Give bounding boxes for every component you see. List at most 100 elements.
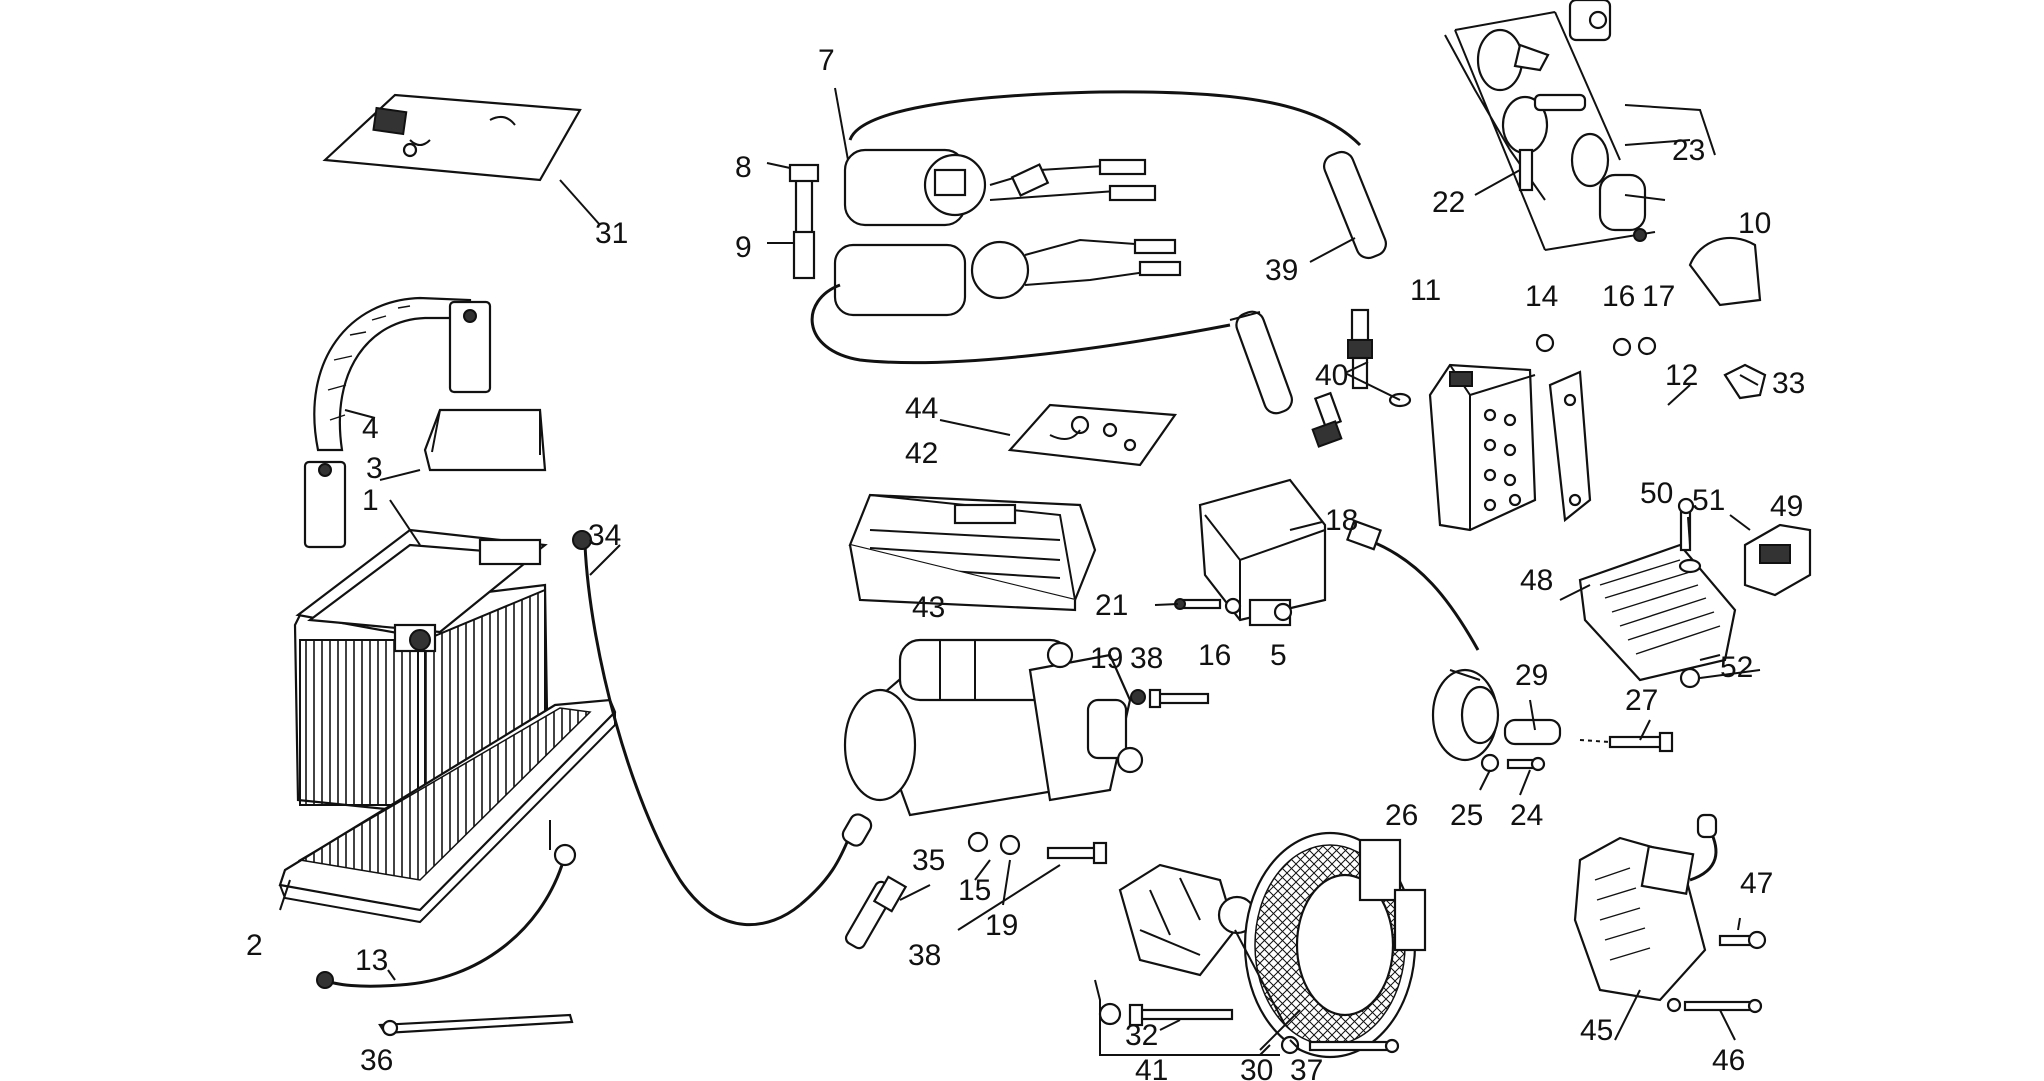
part-14-nut [1535, 333, 1555, 353]
leader-lines [279, 87, 1761, 1056]
part-15-nut [967, 831, 989, 853]
part-46-bolt [1666, 997, 1763, 1014]
callout-7: 7 [818, 44, 835, 77]
callout-33: 33 [1772, 367, 1805, 400]
callout-23: 23 [1672, 134, 1705, 167]
part-alternator-rotor [1118, 863, 1257, 977]
part-12-bracket [1548, 370, 1592, 523]
callout-51: 51 [1692, 484, 1725, 517]
callout-34: 34 [588, 519, 621, 552]
part-7-ignition-coil-lower [810, 238, 1294, 415]
part-48-voltage-regulator [1578, 543, 1737, 682]
part-29-sleeve [1503, 718, 1562, 746]
callout-16a: 16 [1198, 639, 1231, 672]
callout-42: 42 [905, 437, 938, 470]
callout-38b: 38 [908, 939, 941, 972]
callout-41: 41 [1135, 1054, 1168, 1081]
callout-39: 39 [1265, 254, 1298, 287]
part-24-screw [1506, 756, 1546, 772]
callout-52: 52 [1720, 651, 1753, 684]
callout-19b: 19 [985, 909, 1018, 942]
part-36-cable-tie [378, 1013, 574, 1037]
callout-26: 26 [1385, 799, 1418, 832]
callout-44: 44 [905, 392, 938, 425]
part-31-sticker-sheet [322, 93, 582, 182]
part-16-washer-left [1224, 597, 1242, 615]
part-19-washer-upper [1130, 689, 1146, 705]
part-26-sensor [1346, 519, 1500, 762]
callout-32: 32 [1125, 1019, 1158, 1052]
part-39-spark-plug-cap-upper [1323, 150, 1387, 260]
callout-50: 50 [1640, 477, 1673, 510]
part-44-label-sheet [1007, 403, 1178, 467]
callout-10: 10 [1738, 207, 1771, 240]
callout-24: 24 [1510, 799, 1543, 832]
callout-45: 45 [1580, 1014, 1613, 1047]
callout-49: 49 [1770, 490, 1803, 523]
callout-5: 5 [1270, 639, 1287, 672]
part-45-alternator-cover [1573, 813, 1718, 1002]
callout-22: 22 [1432, 186, 1465, 219]
callout-31: 31 [595, 217, 628, 250]
part-34-battery-cable [572, 530, 873, 927]
callout-18: 18 [1325, 504, 1358, 537]
part-alternator-washer-41 [1098, 1002, 1122, 1026]
part-49-connector [1743, 523, 1812, 597]
part-35-terminal [844, 875, 908, 950]
part-9-spacer [792, 230, 816, 280]
part-16-nut-right [1612, 337, 1632, 357]
callout-40: 40 [1315, 359, 1348, 392]
callout-21: 21 [1095, 589, 1128, 622]
part-starter-motor [843, 638, 1144, 817]
part-23-bracket-lines [1624, 104, 1716, 201]
callout-35: 35 [912, 844, 945, 877]
part-3-battery-cap [423, 408, 547, 472]
callout-46: 46 [1712, 1044, 1745, 1077]
part-38-bolt-lower [1046, 841, 1108, 865]
callout-19a: 19 [1090, 642, 1123, 675]
callout-47: 47 [1740, 867, 1773, 900]
callout-48: 48 [1520, 564, 1553, 597]
callout-27: 27 [1625, 684, 1658, 717]
part-21-screw [1174, 598, 1222, 610]
part-47-screw [1718, 930, 1767, 950]
callout-36: 36 [360, 1044, 393, 1077]
callout-2: 2 [246, 929, 263, 962]
part-51-washer [1678, 558, 1702, 574]
callout-4: 4 [362, 412, 379, 445]
part-50-screw [1677, 497, 1695, 552]
callout-16b: 16 [1602, 280, 1635, 313]
callout-30: 30 [1240, 1054, 1273, 1081]
callout-38a: 38 [1130, 642, 1163, 675]
part-alternator-long-bolt [1308, 1038, 1400, 1054]
part-30-alternator-stator [1243, 831, 1427, 1059]
callout-1: 1 [362, 484, 379, 517]
part-40-spark-plug [1311, 308, 1412, 448]
callout-29: 29 [1515, 659, 1548, 692]
part-1-battery [293, 528, 550, 814]
callout-37: 37 [1290, 1054, 1323, 1081]
callout-8: 8 [735, 151, 752, 184]
part-7-ignition-coil-upper [843, 90, 1362, 227]
part-18-relay-cover [1198, 478, 1327, 627]
callout-3: 3 [366, 452, 383, 485]
part-38-bolt-upper [1148, 688, 1210, 709]
part-22-ignition-switch-assembly [1444, 0, 1656, 251]
callout-labels: 1 2 3 4 5 7 8 9 10 11 12 13 14 15 16 16 … [246, 44, 1805, 1081]
part-17-nut [1637, 336, 1657, 356]
part-25-washer [1480, 753, 1500, 773]
part-52-washer [1679, 667, 1701, 689]
callout-25: 25 [1450, 799, 1483, 832]
callout-15: 15 [958, 874, 991, 907]
callout-17: 17 [1642, 280, 1675, 313]
part-32-bolt [1128, 1003, 1234, 1027]
callout-13: 13 [355, 944, 388, 977]
callout-11: 11 [1410, 274, 1441, 307]
part-33-clip [1723, 363, 1767, 400]
callout-14: 14 [1525, 280, 1558, 313]
part-19-washer-lower [999, 834, 1021, 856]
part-10-rubber-boot [1688, 236, 1762, 307]
part-2-battery-tray [278, 698, 617, 924]
part-5-nut [1273, 602, 1293, 622]
